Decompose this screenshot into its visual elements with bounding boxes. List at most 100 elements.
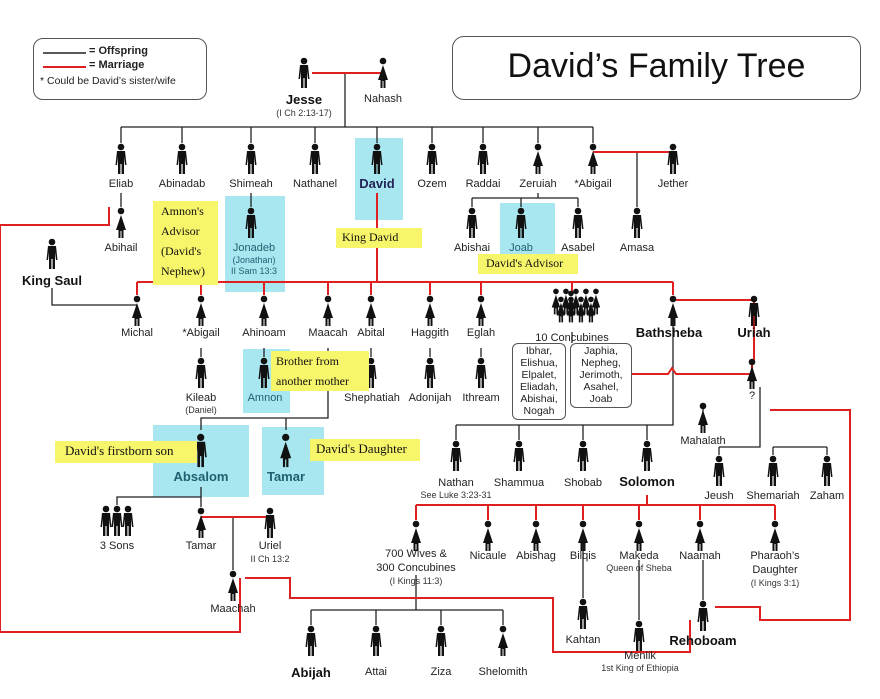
label-bathsheba: Bathsheba <box>635 325 703 340</box>
nathan-icon <box>449 440 463 477</box>
label-abishag: Abishag <box>516 550 556 562</box>
jether-icon <box>666 143 680 180</box>
rehoboam-icon <box>696 600 710 637</box>
list-name: Japhia, <box>584 345 618 357</box>
bathsheba-icon <box>666 295 680 332</box>
label-attai: Attai <box>364 666 388 678</box>
nathanel-icon <box>308 143 322 180</box>
concubine-5-icon <box>590 288 602 320</box>
tamar-daughter-icon <box>278 433 293 473</box>
son-icon <box>110 505 124 542</box>
label-naamah: Naamah <box>679 550 721 562</box>
concubine-1-icon <box>550 288 562 320</box>
ozem-icon <box>425 143 439 180</box>
michal-icon <box>130 295 144 332</box>
uriah-sons-list: Japhia,Nepheg,Jerimoth,Asahel,Joab <box>571 345 631 405</box>
offspring-line-absalom-children <box>116 487 202 505</box>
king-saul-icon <box>45 238 59 275</box>
label-abijah: Abijah <box>291 665 331 680</box>
marriage-line-abihail-maachah-link <box>0 225 241 633</box>
label-ahinoam: Ahinoam <box>242 327 286 339</box>
label-michal: Michal <box>121 327 153 339</box>
concubine-4-icon <box>580 288 592 320</box>
haggith-icon <box>423 295 437 332</box>
label-abigail-wife: *Abigail <box>182 327 220 339</box>
abijah-icon <box>304 625 318 662</box>
eliab-icon <box>114 143 128 180</box>
label-uriel: Uriel <box>258 540 282 552</box>
label-shammua: Shammua <box>493 477 545 489</box>
mahalath-icon <box>696 402 710 439</box>
label-makeda-ref: Queen of Sheba <box>606 563 672 573</box>
label-uriah: Uriah <box>737 325 771 340</box>
uriah-icon <box>747 295 761 332</box>
jesse-icon <box>297 57 311 94</box>
label-abinadab: Abinadab <box>158 178 206 190</box>
list-name: Abishai, <box>520 393 558 405</box>
label-uriel-ref: II Ch 13:2 <box>250 554 290 564</box>
label-tamar-daughter: Tamar <box>266 469 306 484</box>
list-name: Asahel, <box>583 381 619 393</box>
maachah-icon <box>226 570 240 607</box>
unknown-icon <box>745 358 759 395</box>
son-icon <box>121 505 135 542</box>
annotation-line: Brother from <box>276 354 339 368</box>
jeush-icon <box>712 455 726 492</box>
label-abigail-sister: *Abigail <box>574 178 612 190</box>
concubine-sons-list: Ibhar,Elishua,Elpalet,Eliadah,Abishai,No… <box>513 345 565 417</box>
label-nathan: Nathan <box>438 477 474 489</box>
zeruiah-icon <box>531 143 545 180</box>
label-jeush: Jeush <box>704 490 734 502</box>
label-jesse-ref: (I Ch 2:13-17) <box>276 108 332 118</box>
label-adonijah: Adonijah <box>408 392 452 404</box>
annotation-davids-advisor: David's Advisor <box>478 254 578 274</box>
offspring-line-bathsheba-children <box>456 310 674 426</box>
maacah-icon <box>321 295 335 332</box>
label-wives-ref: (I Kings 11:3) <box>389 576 443 586</box>
label-concubines: 10 Concubines <box>535 332 609 344</box>
label-ozem: Ozem <box>417 178 447 190</box>
label-zaham: Zaham <box>809 490 845 502</box>
concubine-6-icon <box>555 296 567 328</box>
marriage-line-rehoboam-mahalath <box>715 409 851 621</box>
asabel-icon <box>571 207 585 244</box>
ziza-icon <box>434 625 448 662</box>
concubine-10-icon <box>565 290 577 322</box>
annotation-line: (David's <box>161 244 202 258</box>
annotation-line: Nephew) <box>161 264 205 278</box>
label-abishai: Abishai <box>453 242 491 254</box>
label-abihail: Abihail <box>104 242 138 254</box>
label-nathan-ref: See Luke 3:23-31 <box>420 490 492 500</box>
amasa-icon <box>630 207 644 244</box>
label-pharaoh-line2: Daughter <box>752 564 798 576</box>
shelomith-icon <box>496 625 510 662</box>
david-icon <box>370 143 384 180</box>
annotation-line: another mother <box>276 374 349 388</box>
uriel-icon <box>263 507 277 544</box>
annotation-brother: Brother from another mother <box>271 351 369 391</box>
list-name: Eliadah, <box>520 381 558 393</box>
label-shobab: Shobab <box>564 477 602 489</box>
joab-icon <box>514 207 528 244</box>
list-name: Jerimoth, <box>579 369 623 381</box>
label-king-saul: King Saul <box>22 273 82 288</box>
marriage-line-eliab-abihail-marriage <box>0 207 110 226</box>
label-maachah: Maachah <box>210 603 256 615</box>
label-kileab: Kileab <box>185 392 217 404</box>
label-eglah: Eglah <box>466 327 496 339</box>
label-nathanel: Nathanel <box>292 178 338 190</box>
page-title: David’s Family Tree <box>507 47 806 85</box>
raddai-icon <box>476 143 490 180</box>
offspring-line-mahalath-children <box>719 387 761 448</box>
list-name: Nepheg, <box>581 357 621 369</box>
label-shimeah: Shimeah <box>229 178 273 190</box>
label-zeruiah: Zeruiah <box>519 178 557 190</box>
label-haggith: Haggith <box>411 327 449 339</box>
legend-box: = Offspring = Marriage * Could be David’… <box>33 38 207 100</box>
label-amnon: Amnon <box>247 392 283 404</box>
label-bilqis: Bilqis <box>569 550 597 562</box>
label-mahalath: Mahalath <box>680 435 726 447</box>
label-joab: Joab <box>509 242 533 254</box>
absalom-icon <box>193 433 208 473</box>
